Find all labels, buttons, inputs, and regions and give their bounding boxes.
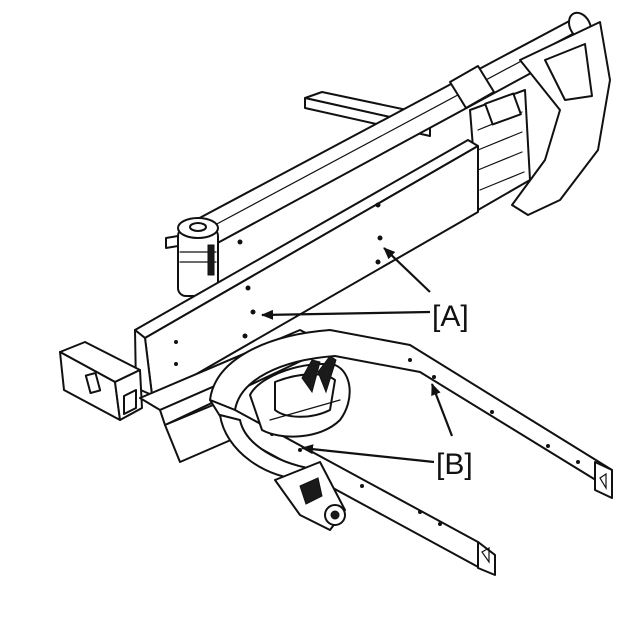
callout-b: [B] [301, 383, 473, 481]
leader-a-lower [261, 309, 431, 320]
callout-a-label: [A] [432, 300, 469, 333]
callout-b-label: [B] [436, 448, 473, 481]
lower-mount [274, 461, 346, 531]
wheel-cup [249, 355, 351, 438]
hitch-receiver [59, 341, 143, 421]
leader-a-upper [383, 247, 431, 293]
leader-b-upper [430, 383, 454, 437]
callout-a: [A] [261, 247, 469, 333]
main-rail [134, 139, 479, 396]
rear-bracket [469, 21, 611, 216]
adjust-knob [165, 217, 219, 297]
leader-b-lower [301, 444, 435, 464]
wheel-cradle [209, 329, 613, 576]
